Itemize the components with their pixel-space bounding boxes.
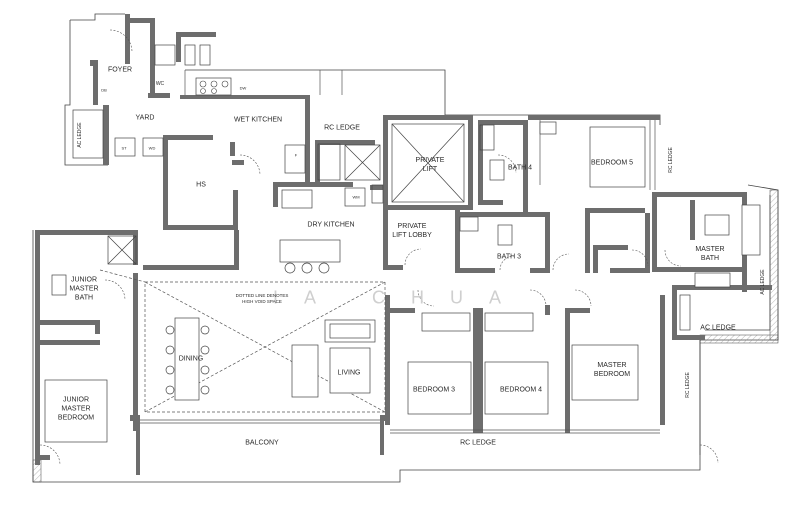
- label-balcony: BALCONY: [245, 439, 279, 447]
- label-wm: WM: [352, 194, 360, 200]
- label-junior-master-bath: JUNIOR MASTER BATH: [69, 276, 99, 302]
- label-ac-ledge-right-vertical: AC LEDGE: [760, 269, 766, 295]
- label-f: F: [294, 152, 298, 158]
- hob: [199, 80, 229, 94]
- label-bedroom-5: BEDROOM 5: [590, 159, 634, 167]
- label-bedroom-4: BEDROOM 4: [499, 386, 543, 394]
- label-hs: HS: [196, 181, 206, 189]
- label-bath-4: BATH 4: [508, 164, 532, 172]
- label-dining: DINING: [178, 355, 204, 363]
- label-wc: WC: [155, 81, 165, 87]
- label-living: LIVING: [337, 369, 361, 377]
- label-master-bath: MASTER BATH: [695, 246, 725, 262]
- door-swings: [39, 29, 719, 466]
- walls: [35, 14, 772, 475]
- label-private-lift-lobby: PRIVATE LIFT LOBBY: [392, 223, 432, 239]
- label-wd: WD: [148, 145, 156, 151]
- windows: [140, 70, 660, 434]
- label-rc-ledge-right-upper: RC LEDGE: [668, 147, 674, 173]
- label-high-void-note: DOTTED LINE DENOTES HIGH VOID SPACE: [235, 293, 289, 304]
- label-master-bedroom: MASTER BEDROOM: [593, 362, 631, 378]
- label-ac-ledge-left: AC LEDGE: [77, 122, 83, 148]
- label-foyer: FOYER: [107, 66, 133, 74]
- label-db: DB: [101, 87, 107, 93]
- label-junior-master-bedroom: JUNIOR MASTER BEDROOM: [57, 396, 95, 422]
- label-dry-kitchen: DRY KITCHEN: [307, 221, 355, 229]
- label-rc-ledge-top: RC LEDGE: [324, 124, 360, 132]
- label-ac-ledge-right-bottom: AC LEDGE: [700, 324, 736, 332]
- label-dw: DW: [239, 85, 247, 91]
- hatched-areas: [32, 189, 779, 483]
- label-yard: YARD: [135, 114, 155, 122]
- label-rc-ledge-right-lower: RC LEDGE: [685, 372, 691, 398]
- label-private-lift: PRIVATE LIFT: [415, 157, 445, 173]
- shower-boxes: [107, 123, 691, 331]
- label-bath-3: BATH 3: [497, 253, 521, 261]
- label-st: ST: [121, 145, 127, 151]
- label-rc-ledge-bottom: RC LEDGE: [460, 439, 496, 447]
- label-wet-kitchen: WET KITCHEN: [233, 116, 283, 124]
- watermark: IA CHUA: [272, 287, 528, 308]
- furniture: [44, 44, 761, 443]
- label-bedroom-3: BEDROOM 3: [412, 386, 456, 394]
